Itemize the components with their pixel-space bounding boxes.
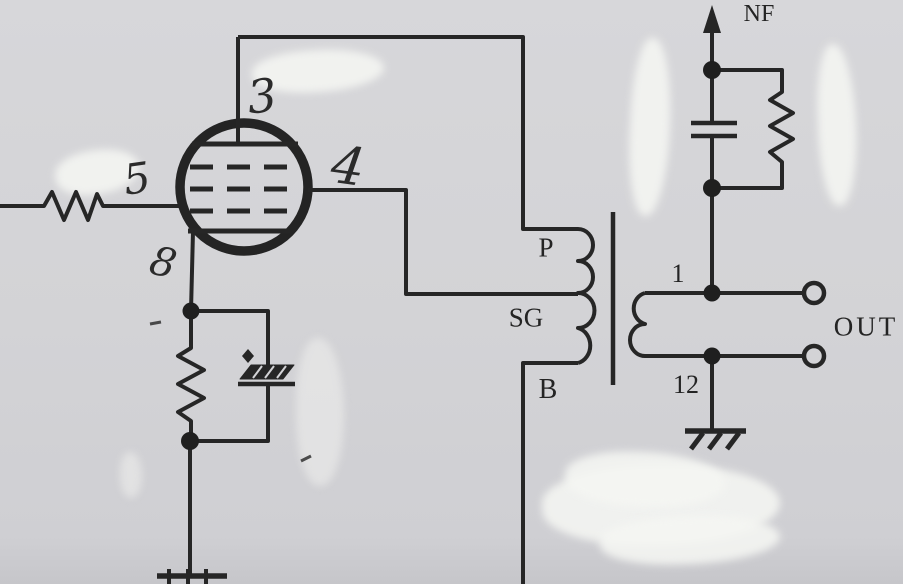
correction-fluid-smudge [120, 452, 142, 498]
tube-envelope [175, 118, 313, 256]
cathode-cap-hatched-plate [239, 364, 295, 380]
grid-input-resistor [0, 190, 180, 222]
output-terminal-bottom [801, 343, 827, 369]
cathode-cap-branch-top [191, 309, 270, 365]
label-out: OUT [833, 311, 899, 342]
cathode-resistor [176, 311, 206, 441]
stray-mark [149, 320, 162, 326]
output-transformer-secondary [628, 291, 647, 358]
b-supply-wire [521, 361, 578, 584]
junction-dot [703, 347, 721, 365]
cathode-cap-hatch-gap [264, 365, 275, 379]
plus-polarity-icon [242, 349, 254, 363]
output-transformer-primary [576, 227, 597, 365]
junction-dot [703, 61, 721, 79]
correction-fluid-smudge [296, 338, 344, 486]
cathode-lead [189, 230, 195, 312]
earth-ground-secondary-icon [707, 431, 723, 451]
junction-dot [182, 302, 200, 320]
output-terminal-top [801, 280, 827, 306]
label-pin-5: 5 [120, 152, 154, 205]
plate-wire [238, 35, 578, 231]
junction-dot [703, 284, 721, 302]
nf-arrow-icon [703, 5, 721, 33]
label-secondary-1: 1 [671, 259, 685, 288]
cathode-cap-hatch-gap [252, 365, 263, 379]
label-primary-sg: SG [508, 302, 544, 333]
label-secondary-12: 12 [673, 370, 699, 399]
nf-resistor-loop [712, 68, 795, 190]
label-primary-p: P [538, 232, 554, 263]
label-primary-b: B [538, 374, 558, 405]
junction-dot [703, 179, 721, 197]
label-nf: NF [743, 1, 775, 27]
stray-mark [300, 454, 312, 463]
earth-ground-secondary-icon [725, 431, 741, 451]
earth-ground-secondary-icon [689, 431, 705, 451]
cathode-cap-branch-bottom [191, 384, 270, 443]
screen-wire [308, 188, 578, 296]
junction-dot [181, 432, 199, 450]
cathode-cap-hatch-gap [276, 365, 287, 379]
label-pin-3: 3 [244, 67, 280, 125]
